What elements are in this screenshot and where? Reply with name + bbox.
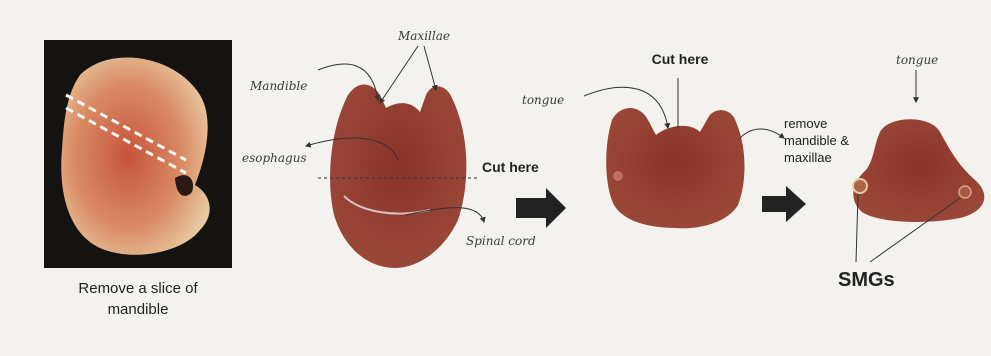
after-cut-tissue — [606, 108, 744, 228]
embryo-caption-line2: mandible — [108, 301, 169, 318]
mandible-label: Mandible — [249, 79, 307, 93]
cut-here-label-2: Cut here — [652, 51, 709, 67]
step-arrow-2 — [762, 186, 806, 222]
cut-here-label-1: Cut here — [482, 159, 539, 175]
remove-label-line1: remove — [784, 116, 827, 131]
tongue-label-1: tongue — [522, 93, 564, 107]
step-arrow-1 — [516, 188, 566, 228]
tissue-spot — [613, 171, 623, 181]
smgs-label: SMGs — [838, 269, 895, 291]
maxillae-pointer-right — [424, 46, 436, 90]
spinal-cord-label: Spinal cord — [466, 234, 536, 248]
head-section-tissue — [330, 84, 466, 268]
remove-label-line2: mandible & — [784, 133, 849, 148]
final-tissue — [853, 119, 984, 222]
remove-label-line3: maxillae — [784, 150, 832, 165]
tongue-label-2: tongue — [896, 53, 938, 67]
smg-left — [853, 179, 867, 193]
head-section-panel: Maxillae Mandible esophagus Spinal cord … — [242, 29, 539, 268]
remove-pointer — [740, 129, 784, 138]
maxillae-label: Maxillae — [397, 29, 450, 43]
embryo-caption-line1: Remove a slice of — [78, 280, 198, 297]
embryo-panel: Remove a slice of mandible — [44, 40, 232, 318]
final-panel: tongue SMGs — [838, 53, 984, 291]
embryo-image — [61, 58, 209, 255]
smg-right — [959, 186, 971, 198]
maxillae-pointer-left — [380, 46, 418, 103]
esophagus-label: esophagus — [242, 151, 307, 165]
